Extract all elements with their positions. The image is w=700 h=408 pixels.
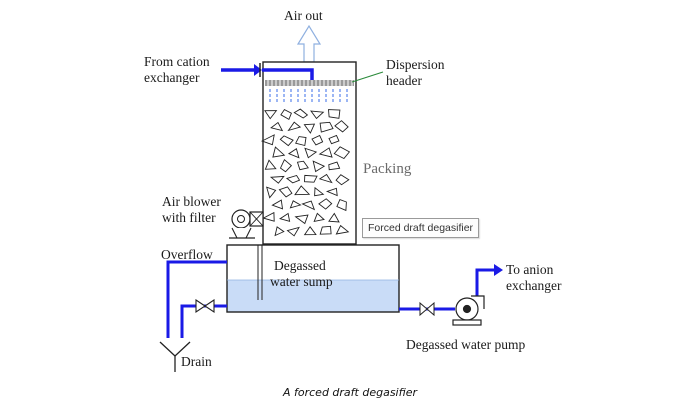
overflow-valve <box>195 298 215 314</box>
air-out-label: Air out <box>284 8 323 23</box>
tooltip: Forced draft degasifier <box>362 218 480 238</box>
discharge-pipe <box>399 264 503 317</box>
dispersion-header <box>265 80 354 86</box>
figure-caption: A forced draft degasifier <box>282 386 418 399</box>
packing-media <box>260 108 351 237</box>
drain-funnel <box>159 341 191 372</box>
water-spray <box>269 89 348 104</box>
drain-label: Drain <box>181 354 212 369</box>
to-anion-label: To anion exchanger <box>506 262 562 293</box>
from-cation-label: From cation exchanger <box>144 54 210 85</box>
water-sump <box>226 244 400 313</box>
overflow-line <box>166 260 227 338</box>
dispersion-header-label: Dispersion header <box>386 57 445 88</box>
inlet-pipe <box>221 63 314 80</box>
packing-label: Packing <box>363 161 412 177</box>
sump-label: Degassed water sump <box>270 258 333 289</box>
degasifier-column <box>262 61 357 245</box>
overflow-label: Overflow <box>161 247 213 262</box>
air-blower <box>229 209 264 239</box>
pump-icon <box>452 295 485 326</box>
air-out-arrow <box>296 24 322 63</box>
pump-label: Degassed water pump <box>406 337 526 352</box>
air-blower-label: Air blower with filter <box>162 194 221 225</box>
dispersion-leader <box>351 71 384 83</box>
